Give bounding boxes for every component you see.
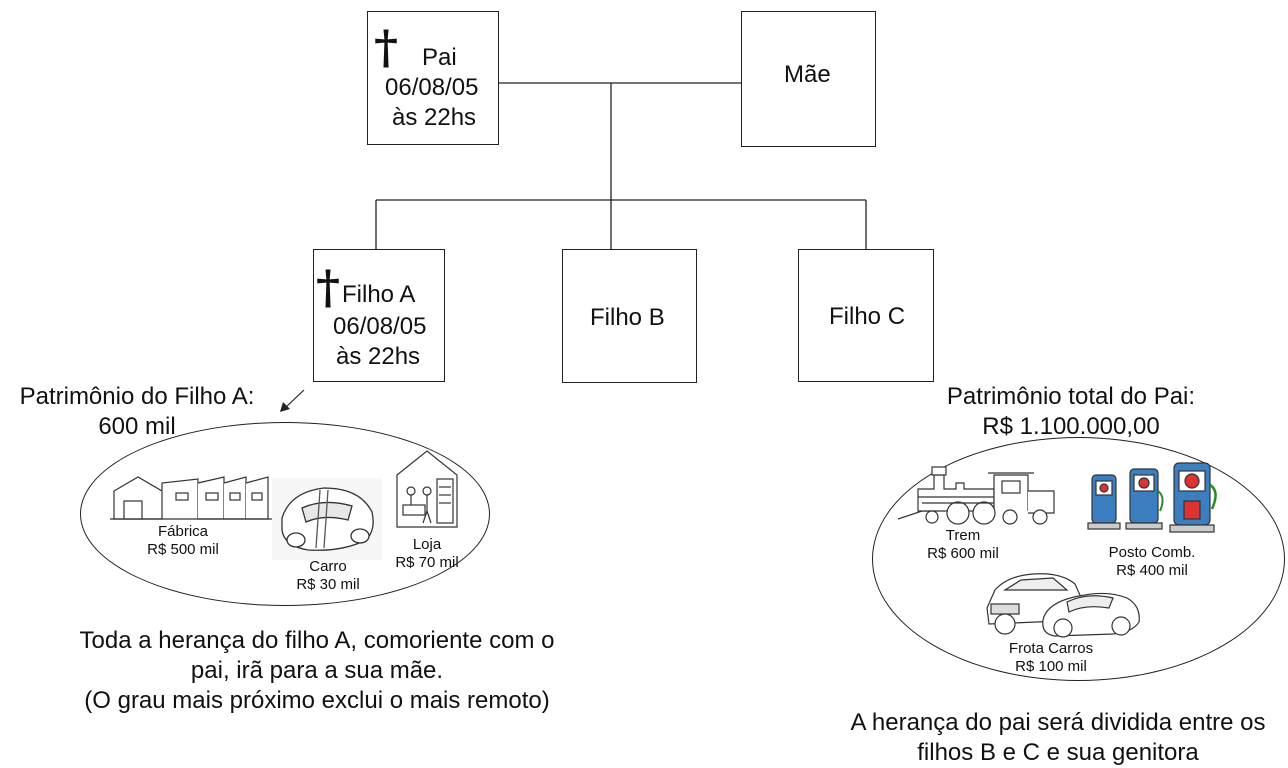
train-name: Trem [918,527,1008,545]
car-fleet-value: R$ 100 mil [998,658,1104,676]
estate-a-note: Toda a herança do filho A, comoriente co… [52,626,582,716]
child-a-title: Filho A [342,280,415,310]
fuel-pump-icon [1086,461,1232,537]
child-c-node: Filho C [798,249,934,382]
train-value: R$ 600 mil [918,545,1008,563]
car-fleet-name: Frota Carros [998,640,1104,658]
car-name: Carro [283,558,373,576]
car-label: Carro R$ 30 mil [283,558,373,594]
child-c-title: Filho C [829,302,905,332]
shop-icon [395,449,459,529]
shop-name: Loja [386,536,468,554]
child-b-node: Filho B [562,249,697,383]
estate-a-heading-line1: Patrimônio do Filho A: [4,382,270,412]
estate-father-note: A herança do pai será dividida entre os … [830,708,1286,768]
mother-title: Mãe [784,60,831,90]
child-a-time: às 22hs [336,342,420,372]
father-node: † Pai 06/08/05 às 22hs [367,11,499,145]
child-a-date: 06/08/05 [333,312,426,342]
child-b-title: Filho B [590,303,665,333]
pointer-arrow [280,390,304,412]
factory-value: R$ 500 mil [128,541,238,559]
estate-father-heading: Patrimônio total do Pai: R$ 1.100.000,00 [926,382,1216,442]
deceased-cross-icon: † [374,24,398,70]
car-value: R$ 30 mil [283,576,373,594]
deceased-cross-icon: † [316,264,340,310]
factory-label: Fábrica R$ 500 mil [128,523,238,559]
estate-a-note-line3: (O grau mais próximo exclui o mais remot… [52,686,582,716]
child-a-node: † Filho A 06/08/05 às 22hs [313,249,445,382]
shop-label: Loja R$ 70 mil [386,536,468,572]
estate-a-note-line2: pai, irã para a sua mãe. [52,656,582,686]
shop-value: R$ 70 mil [386,554,468,572]
factory-name: Fábrica [128,523,238,541]
estate-father-note-line1: A herança do pai será dividida entre os [830,708,1286,738]
car-icon [272,478,382,560]
fuel-pump-name: Posto Comb. [1099,544,1205,562]
car-fleet-icon [983,568,1143,640]
estate-a-note-line1: Toda a herança do filho A, comoriente co… [52,626,582,656]
father-time: às 22hs [392,103,476,133]
mother-node: Mãe [741,11,876,147]
train-label: Trem R$ 600 mil [918,527,1008,563]
factory-icon [110,473,272,523]
car-fleet-label: Frota Carros R$ 100 mil [998,640,1104,676]
train-icon [898,461,1056,527]
estate-father-note-line2: filhos B e C e sua genitora [830,738,1286,768]
estate-father-heading-line1: Patrimônio total do Pai: [926,382,1216,412]
father-date: 06/08/05 [385,73,478,103]
father-title: Pai [422,43,457,73]
